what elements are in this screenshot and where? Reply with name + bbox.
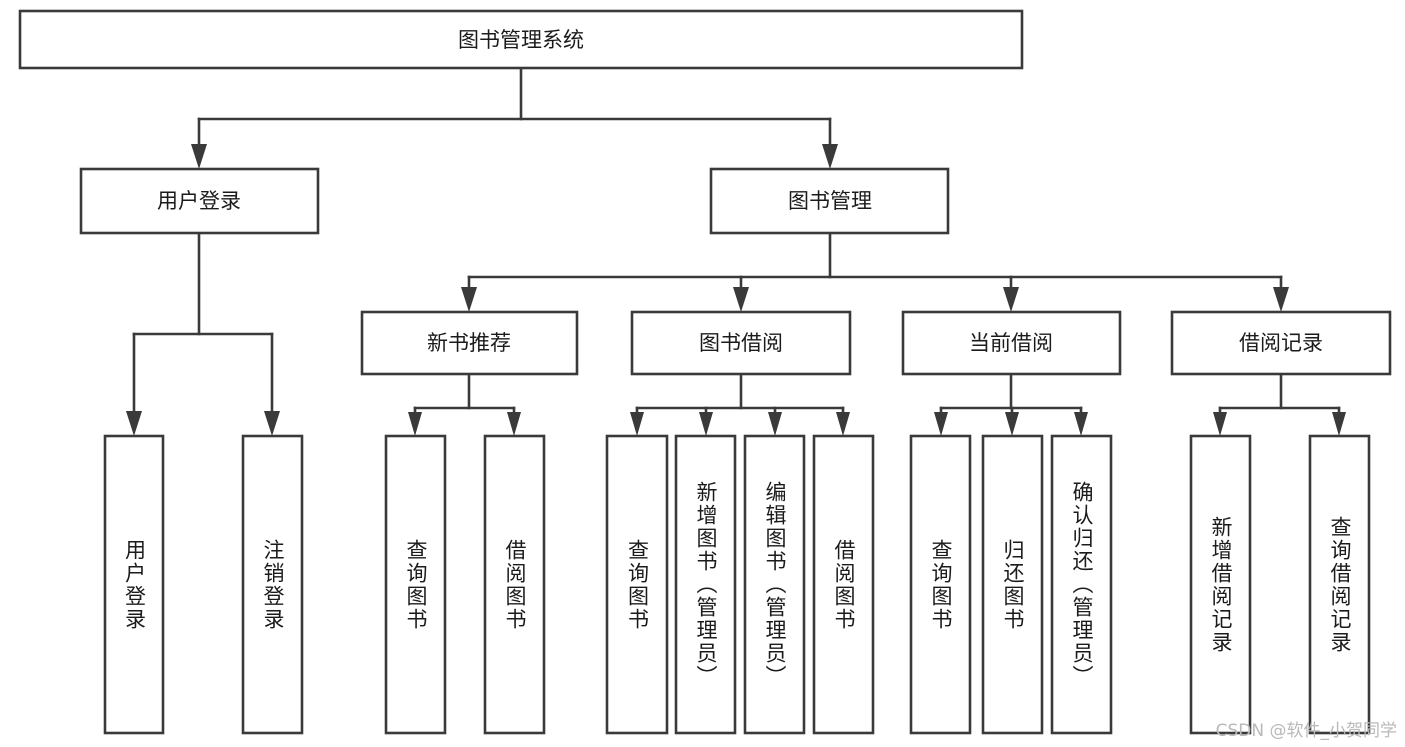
arrow-head-newbook — [461, 287, 477, 312]
leaf-box-7[interactable] — [812, 434, 875, 735]
node-new-book-rec[interactable]: 新书推荐 — [360, 310, 579, 376]
node-user-login-label: 用户登录 — [157, 189, 241, 213]
arrow-head-borrowrecord-leaf1 — [1213, 412, 1227, 436]
arrow-head-currentborrow-leaf3 — [1074, 412, 1088, 436]
node-book-manage-label: 图书管理 — [788, 189, 872, 213]
node-book-borrow-box[interactable] — [630, 310, 852, 376]
arrow-head-borrowrecord-leaf2 — [1332, 412, 1346, 436]
leaf-box-6[interactable] — [743, 434, 806, 735]
arrow-head-bookborrow-leaf4 — [836, 412, 850, 436]
leaf-box-3[interactable] — [483, 434, 546, 735]
leaf-box-5[interactable] — [674, 434, 737, 735]
arrow-head-leaf-logout — [264, 411, 280, 436]
arrow-head-bookborrow-leaf2 — [699, 412, 713, 436]
node-borrow-record-label: 借阅记录 — [1239, 331, 1323, 355]
node-book-manage-box[interactable] — [709, 167, 950, 235]
arrow-head-bookmanage — [822, 144, 838, 169]
connector-group-newbookrec — [408, 372, 521, 436]
node-book-borrow-label: 图书借阅 — [699, 331, 783, 355]
node-current-borrow[interactable]: 当前借阅 — [901, 310, 1122, 376]
leaf-box-11[interactable] — [1189, 434, 1252, 735]
node-user-login-box[interactable] — [79, 167, 320, 235]
arrow-head-currentborrow-leaf2 — [1005, 412, 1019, 436]
leaf-box-0[interactable] — [103, 434, 165, 735]
leaf-box-8[interactable] — [909, 434, 972, 735]
node-root[interactable]: 图书管理系统 — [18, 9, 1024, 70]
arrow-head-bookborrow-leaf3 — [768, 412, 782, 436]
arrow-head-currentborrow-leaf1 — [934, 412, 948, 436]
leaf-box-9[interactable] — [981, 434, 1044, 735]
leaf-box-10[interactable] — [1050, 434, 1113, 735]
connector-group-bookborrow — [630, 372, 850, 436]
watermark-text: CSDN @软件_小贺同学 — [1215, 721, 1397, 741]
connector-group-currentborrow — [934, 372, 1088, 436]
leaf-box-group — [103, 434, 1371, 735]
node-book-manage[interactable]: 图书管理 — [709, 167, 950, 235]
arrow-head-newbook-leaf2 — [507, 412, 521, 436]
arrow-head-currentborrow — [1003, 287, 1019, 312]
node-book-borrow[interactable]: 图书借阅 — [630, 310, 852, 376]
node-borrow-record-box[interactable] — [1170, 310, 1392, 376]
arrow-head-borrowrecord — [1273, 287, 1289, 312]
node-root-label: 图书管理系统 — [458, 28, 584, 52]
node-current-borrow-label: 当前借阅 — [969, 331, 1053, 355]
leaf-box-4[interactable] — [605, 434, 669, 735]
connector-group-borrowrecord — [1213, 372, 1346, 436]
node-borrow-record[interactable]: 借阅记录 — [1170, 310, 1392, 376]
arrow-head-leaf-user-login — [126, 411, 142, 436]
connector-group-root — [191, 66, 838, 169]
leaf-box-12[interactable] — [1308, 434, 1371, 735]
node-current-borrow-box[interactable] — [901, 310, 1122, 376]
node-user-login[interactable]: 用户登录 — [79, 167, 320, 235]
leaf-box-1[interactable] — [241, 434, 304, 735]
node-new-book-rec-label: 新书推荐 — [427, 331, 511, 355]
leaf-box-2[interactable] — [384, 434, 447, 735]
connector-group-userlogin — [126, 231, 280, 436]
arrow-head-newbook-leaf1 — [408, 412, 422, 436]
arrow-head-bookborrow — [733, 287, 749, 312]
connector-group-bookmanage — [461, 231, 1289, 312]
arrow-head-bookborrow-leaf1 — [630, 412, 644, 436]
arrow-head-userlogin — [191, 144, 207, 169]
node-root-box[interactable] — [18, 9, 1024, 70]
node-new-book-rec-box[interactable] — [360, 310, 579, 376]
